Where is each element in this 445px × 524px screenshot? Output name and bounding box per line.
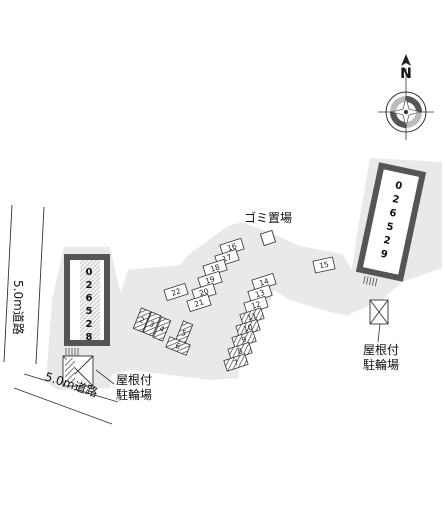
bike-parking-right-line2: 駐輪場 bbox=[363, 357, 399, 372]
parking-slot-7: 7 bbox=[223, 353, 249, 372]
parking-slot-label: 8 bbox=[236, 346, 244, 356]
parking-slot-label: 5 bbox=[180, 328, 188, 338]
building-right-digit-5: 9 bbox=[379, 249, 388, 261]
bike-right-leader bbox=[377, 323, 381, 343]
parking-slot-label: 16 bbox=[226, 241, 238, 253]
building-right-digit-1: 2 bbox=[391, 194, 400, 206]
parking-slot-label: 21 bbox=[193, 297, 205, 309]
parking-slot-label: 2 bbox=[138, 315, 146, 325]
parking-slot-label: 13 bbox=[254, 288, 266, 300]
parking-slot-label: 17 bbox=[221, 252, 233, 264]
building-left-stair bbox=[65, 348, 79, 356]
building-right-digit-2: 6 bbox=[388, 208, 397, 220]
parking-slot-22: 22 bbox=[163, 282, 189, 302]
building-left-digit-4: 2 bbox=[86, 319, 93, 330]
garbage-label: ゴミ置場 bbox=[244, 210, 292, 225]
building-left-digit-5: 8 bbox=[86, 332, 93, 343]
lot-middle-right bbox=[104, 222, 352, 380]
building-right-digit-4: 2 bbox=[382, 235, 391, 247]
parking-slot-label: 18 bbox=[209, 262, 221, 274]
bike-parking-left-label: 屋根付 駐輪場 bbox=[116, 373, 152, 402]
parking-slot-label: 14 bbox=[258, 276, 270, 288]
building-right-digit-3: 5 bbox=[385, 221, 394, 233]
parking-slot-15: 15 bbox=[312, 256, 336, 274]
building-right: 0 2 6 5 2 9 bbox=[355, 162, 427, 287]
parking-slot-2: 2 bbox=[132, 307, 152, 333]
bike-parking-left-line2: 駐輪場 bbox=[116, 387, 152, 402]
road-vertical bbox=[3, 204, 45, 365]
parking-slot-label: 19 bbox=[204, 274, 216, 286]
compass-north-label: N bbox=[400, 66, 412, 82]
bike-parking-left-line1: 屋根付 bbox=[116, 373, 152, 387]
parking-slot-21: 21 bbox=[186, 293, 212, 313]
parking-slot-label: 7 bbox=[232, 358, 240, 368]
building-left: 0 2 6 5 2 8 bbox=[64, 254, 110, 356]
garbage-box bbox=[259, 229, 277, 247]
parking-slot-label: 12 bbox=[250, 299, 262, 311]
bike-parking-right-line1: 屋根付 bbox=[363, 343, 399, 357]
parking-slot-label: 9 bbox=[240, 335, 248, 345]
road-vertical-label: 5.0m道路 bbox=[11, 280, 26, 335]
bike-left-leader bbox=[95, 369, 115, 385]
building-left-digit-2: 6 bbox=[86, 293, 93, 304]
parking-slot-label: 10 bbox=[242, 322, 254, 334]
building-left-digit-1: 2 bbox=[86, 280, 93, 291]
parking-slot-label: 4 bbox=[158, 324, 166, 334]
parking-slot-label: 3 bbox=[148, 319, 156, 329]
parking-slot-6: 6 bbox=[165, 336, 191, 356]
parking-slot-label: 22 bbox=[170, 286, 182, 298]
bike-shed-left-box bbox=[62, 355, 94, 387]
parking-slot-3: 3 bbox=[142, 311, 162, 337]
bike-shed-right-box bbox=[369, 299, 389, 325]
parking-slot-label: 15 bbox=[318, 260, 329, 271]
parking-slot-label: 20 bbox=[198, 286, 210, 298]
parking-slot-4: 4 bbox=[152, 316, 172, 342]
building-left-digit-0: 0 bbox=[86, 267, 93, 278]
building-right-digit-0: 0 bbox=[394, 180, 403, 192]
parking-slot-label: 11 bbox=[246, 311, 258, 323]
compass-rose: N bbox=[378, 54, 434, 140]
bike-parking-right-label: 屋根付 駐輪場 bbox=[363, 343, 399, 372]
parking-slot-label: 6 bbox=[174, 341, 182, 351]
building-left-digit-3: 5 bbox=[86, 306, 93, 317]
building-right-stair bbox=[363, 275, 378, 287]
